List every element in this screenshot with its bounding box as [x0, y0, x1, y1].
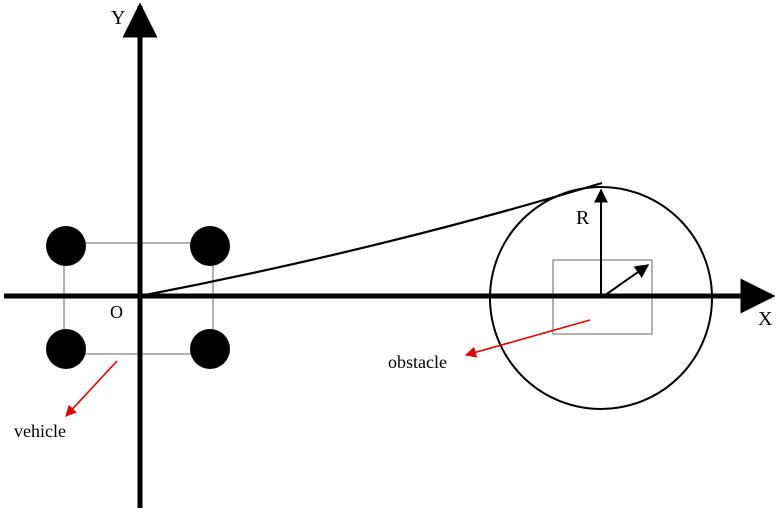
- obstacle-diagonal-arrow: [600, 264, 650, 299]
- wheel-rear-left: [46, 329, 86, 369]
- planned-path-curve: [139, 181, 603, 298]
- wheel-rear-right: [190, 329, 230, 369]
- origin-label: O: [110, 302, 123, 322]
- x-axis-label: X: [758, 308, 773, 330]
- obstacle-label: obstacle: [388, 352, 447, 372]
- radius-label: R: [576, 207, 590, 229]
- vehicle-label: vehicle: [14, 421, 66, 441]
- wheel-front-left: [46, 226, 86, 266]
- y-axis-label: Y: [111, 7, 125, 29]
- wheel-front-right: [190, 226, 230, 266]
- obstacle-pointer-arrow: [464, 319, 591, 358]
- vehicle-pointer-arrow: [65, 360, 118, 417]
